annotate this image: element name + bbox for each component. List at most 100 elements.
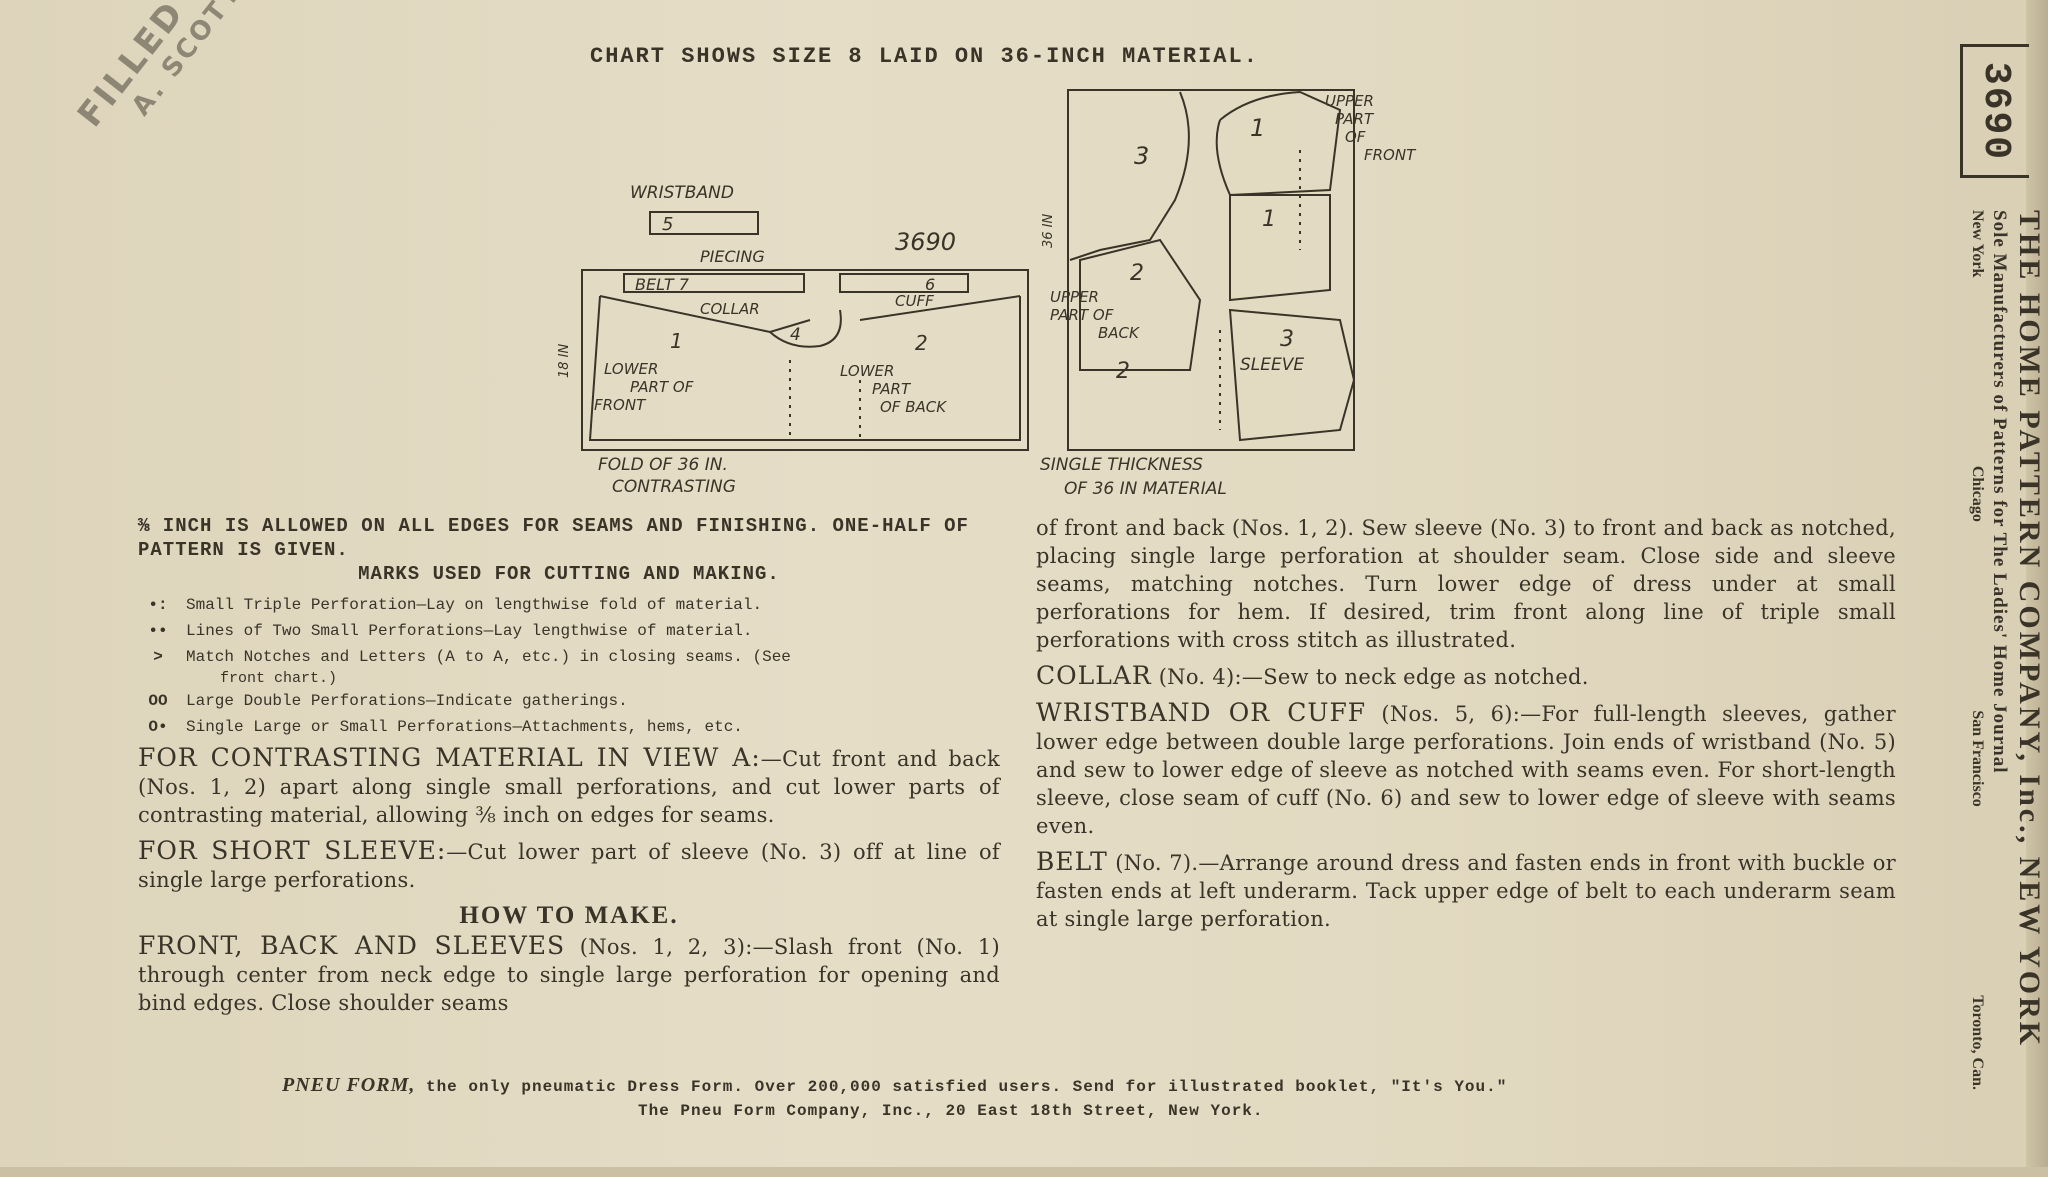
right-chart-fabric [1067, 89, 1355, 451]
cities-line: New York Chicago San Francisco Toronto, … [1968, 210, 1986, 1090]
collar-piece [769, 309, 842, 348]
piece-1-label-3: FRONT [594, 396, 647, 414]
right-piece-2a-number: 2 [1130, 261, 1144, 286]
piece-2-number: 2 [915, 331, 928, 355]
mark-large-double: OO Large Double Perforations—Indicate ga… [138, 688, 1000, 714]
left-instructions-column: ⅜ INCH IS ALLOWED ON ALL EDGES FOR SEAMS… [138, 514, 1000, 1025]
pattern-number-box: 3690 [1960, 44, 2029, 178]
marks-legend: •: Small Triple Perforation—Lay on lengt… [138, 592, 1000, 740]
piecing-label: PIECING [700, 247, 765, 266]
cuff-number: 6 [925, 275, 935, 294]
right-chart-caption-2: OF 36 IN MATERIAL [1064, 479, 1227, 499]
right-piece-3b-number: 3 [1280, 327, 1294, 352]
piece-1-upper-front [1215, 90, 1342, 197]
upper-back-label-3: BACK [1098, 324, 1140, 342]
company-name: THE HOME PATTERN COMPANY, Inc., NEW YORK [2013, 210, 2046, 1049]
piece-3-sleeve [1228, 308, 1356, 442]
mark-single-large-small: O• Single Large or Small Perforations—At… [138, 714, 1000, 740]
upper-back-label-1: UPPER [1050, 288, 1099, 306]
upper-front-label-3: OF [1345, 128, 1366, 146]
front-back-sleeves-paragraph: FRONT, BACK AND SLEEVES (Nos. 1, 2, 3):—… [138, 932, 1000, 1017]
left-chart-side-label: 18 IN [557, 343, 572, 378]
single-perforation-icon: O• [148, 718, 168, 736]
envelope-flap-edge [2026, 0, 2048, 1177]
city-chicago: Chicago [1969, 465, 1986, 522]
belt-lead: BELT [1036, 847, 1108, 876]
collar-paragraph: COLLAR (No. 4):—Sew to neck edge as notc… [1036, 662, 1896, 691]
contrasting-material-paragraph: FOR CONTRASTING MATERIAL IN VIEW A:—Cut … [138, 744, 1000, 829]
collar-lead: COLLAR [1036, 661, 1152, 690]
right-instructions-column: of front and back (Nos. 1, 2). Sew sleev… [1036, 514, 1896, 941]
front-back-body: (Nos. 1, 2, 3):—Slash front (No. 1) thro… [138, 935, 1000, 1015]
city-san-francisco: San Francisco [1969, 710, 1986, 807]
mark-text: Single Large or Small Perforations—Attac… [186, 718, 743, 736]
belt-label: BELT 7 [635, 275, 690, 294]
wristband-body: (Nos. 5, 6):—For full-length sleeves, ga… [1036, 702, 1896, 838]
wristband-piece-number: 5 [662, 214, 673, 235]
piece-1-number: 1 [670, 329, 683, 353]
right-piece-1b-number: 1 [1262, 207, 1276, 232]
upper-back-label-2: PART OF [1050, 306, 1114, 324]
short-sleeve-body: —Cut lower part of sleeve (No. 3) off at… [138, 840, 1000, 892]
contrasting-lead: FOR CONTRASTING MATERIAL IN VIEW A: [138, 743, 761, 772]
contrasting-body: —Cut front and back (Nos. 1, 2) apart al… [138, 747, 1000, 827]
cuff-label: CUFF [895, 292, 934, 310]
belt-paragraph: BELT (No. 7).—Arrange around dress and f… [1036, 848, 1896, 933]
how-to-make-heading: HOW TO MAKE. [459, 902, 679, 929]
sleeve-label: SLEEVE [1240, 355, 1304, 375]
piece-2-label-1: LOWER [840, 362, 894, 380]
company-side-panel: THE HOME PATTERN COMPANY, Inc., NEW YORK… [1936, 210, 2046, 1130]
piece-3-top-outline [1069, 91, 1190, 261]
mark-notches: > Match Notches and Letters (A to A, etc… [138, 644, 1000, 670]
perforation-lines [789, 360, 861, 440]
large-double-perforation-icon: OO [148, 692, 168, 710]
upper-front-label-4: FRONT [1364, 146, 1417, 164]
right-piece-1a-number: 1 [1250, 114, 1265, 142]
envelope-bottom-edge [0, 1167, 2048, 1177]
mark-text: Lines of Two Small Perforations—Lay leng… [186, 622, 753, 640]
collar-body: (No. 4):—Sew to neck edge as notched. [1151, 665, 1589, 689]
city-new-york: New York [1969, 210, 1986, 278]
upper-front-label-1: UPPER [1325, 92, 1374, 110]
wristband-label: WRISTBAND [630, 183, 734, 203]
collar-number: 4 [790, 325, 801, 345]
wristband-paragraph: WRISTBAND OR CUFF (Nos. 5, 6):—For full-… [1036, 699, 1896, 840]
footer-address-line: The Pneu Form Company, Inc., 20 East 18t… [638, 1102, 1264, 1120]
right-chart-caption-1: SINGLE THICKNESS [1040, 455, 1203, 475]
short-sleeve-lead: FOR SHORT SLEEVE: [138, 836, 447, 865]
mark-text: Small Triple Perforation—Lay on lengthwi… [186, 596, 763, 614]
belt-piece [623, 273, 805, 293]
upper-front-label-2: PART [1335, 110, 1375, 128]
mark-two-perforations: •• Lines of Two Small Perforations—Lay l… [138, 618, 1000, 644]
lower-pieces-top-edge [599, 295, 1021, 334]
piece-1-label-1: LOWER [604, 360, 658, 378]
piece-2-label-2: PART [872, 380, 912, 398]
cuff-piece [839, 273, 969, 293]
left-chart-fabric [581, 269, 1029, 451]
mark-text: Large Double Perforations—Indicate gathe… [186, 692, 628, 710]
left-chart-pattern-number: 3690 [895, 228, 956, 256]
pneu-form-brand: PNEU FORM, [282, 1074, 416, 1096]
pattern-number: 3690 [1974, 61, 2018, 161]
belt-body: (No. 7).—Arrange around dress and fasten… [1036, 851, 1896, 931]
footer-advert-line: PNEU FORM, the only pneumatic Dress Form… [282, 1074, 1507, 1097]
triple-perforation-icon: •: [148, 596, 168, 614]
left-chart-caption-1: FOLD OF 36 IN. [598, 455, 728, 475]
right-chart-side-label: 36 IN [1041, 213, 1056, 248]
mark-triple-perforation: •: Small Triple Perforation—Lay on lengt… [138, 592, 1000, 618]
wristband-piece [649, 211, 759, 235]
double-small-perforation-icon: •• [148, 622, 168, 640]
piece-1-front [1229, 194, 1331, 302]
front-back-lead: FRONT, BACK AND SLEEVES [138, 931, 566, 960]
continued-paragraph: of front and back (Nos. 1, 2). Sew sleev… [1036, 516, 1896, 652]
notch-icon: > [153, 648, 163, 666]
right-perforation-lines [1219, 150, 1301, 430]
piece-2-upper-back [1079, 238, 1202, 371]
footer-advert-text: the only pneumatic Dress Form. Over 200,… [415, 1078, 1508, 1096]
left-chart-caption-2: CONTRASTING [612, 477, 736, 497]
chart-title: CHART SHOWS SIZE 8 LAID ON 36-INCH MATER… [590, 44, 1259, 69]
short-sleeve-paragraph: FOR SHORT SLEEVE:—Cut lower part of slee… [138, 837, 1000, 894]
city-toronto: Toronto, Can. [1969, 995, 1986, 1090]
